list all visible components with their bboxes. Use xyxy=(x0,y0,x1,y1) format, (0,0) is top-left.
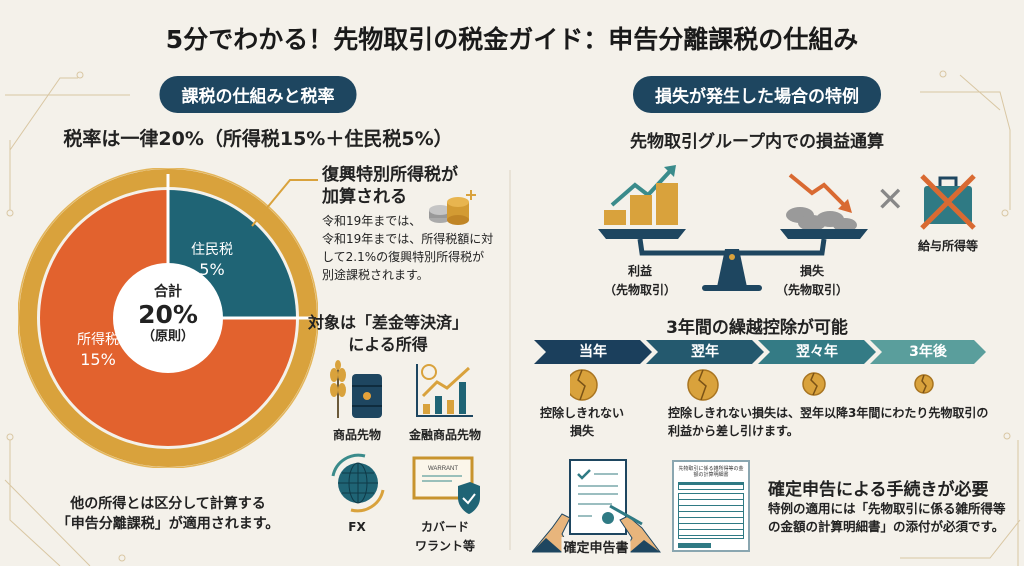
offset-title: 先物取引グループ内での損益通算 xyxy=(630,132,884,152)
unused-loss-label: 控除しきれない損失 xyxy=(539,406,625,438)
carryforward-description: 控除しきれない損失は、翌年以降3年間にわたり先物取引の利益から差し引けます。 xyxy=(668,406,989,438)
timeline-step: 翌々年 xyxy=(758,340,876,364)
growth-chart-icon xyxy=(416,364,473,417)
tax-return-hands-icon xyxy=(532,459,661,553)
target-item-label: 金融商品先物 xyxy=(408,428,482,442)
not-applicable-x-icon: ✕ xyxy=(876,180,905,220)
profit-label: 利益（先物取引） xyxy=(603,264,677,297)
carryforward-title: 3年間の繰越控除が可能 xyxy=(666,318,848,338)
balance-scale-icon xyxy=(598,165,868,291)
tax-pie-chart xyxy=(18,168,318,468)
targets-title: 対象は「差金等決済」による所得 xyxy=(307,313,469,354)
tax-rate-line: 税率は一律20%（所得税15%＋住民税5%） xyxy=(63,128,453,150)
timeline-step: 翌年 xyxy=(646,340,764,364)
surtax-body: 令和19年までは、令和19年までは、所得税額に対して2.1%の復興特別所得税が別… xyxy=(322,214,494,282)
filing-required-text: 特例の適用には「先物取引に係る雑所得等の金額の計算明細書」の添付が必須です。 xyxy=(768,501,1006,534)
globe-exchange-icon xyxy=(331,453,385,513)
section-heading-tax: 課税の仕組みと税率 xyxy=(159,76,357,113)
pie-center: 合計 20% （原則） xyxy=(138,284,198,344)
broken-coin-icons xyxy=(570,369,934,401)
salary-income-label: 給与所得等 xyxy=(917,239,979,253)
section-heading-loss: 損失が発生した場合の特例 xyxy=(633,76,881,113)
timeline-step: 当年 xyxy=(534,340,652,364)
filing-required-title: 確定申告による手続きが必要 xyxy=(768,480,989,500)
page-title: 5分でわかる！先物取引の税金ガイド：申告分離課税の仕組み xyxy=(165,25,859,54)
timeline-step: 3年後 xyxy=(870,340,986,364)
target-item-label: カバードワラント等 xyxy=(414,520,476,553)
warrant-certificate-icon: WARRANT xyxy=(412,456,480,514)
separate-taxation-note: 他の所得とは区分して計算する「申告分離課税」が適用されます。 xyxy=(56,496,280,532)
svg-text:WARRANT: WARRANT xyxy=(428,466,458,472)
calculation-statement-form: 先物取引に係る雑所得等の金額の計算明細書 xyxy=(672,460,750,552)
surtax-title: 復興特別所得税が加算される xyxy=(322,165,458,207)
coins-plus-icon xyxy=(429,190,476,225)
tax-return-label: 確定申告書 xyxy=(561,537,631,556)
wheat-barrel-icon xyxy=(330,360,382,418)
target-item-label: FX xyxy=(348,520,366,534)
loss-label: 損失（先物取引） xyxy=(775,264,849,297)
callout-line xyxy=(251,179,318,227)
crossed-briefcase-icon xyxy=(920,174,976,230)
target-item-label: 商品先物 xyxy=(332,428,382,442)
